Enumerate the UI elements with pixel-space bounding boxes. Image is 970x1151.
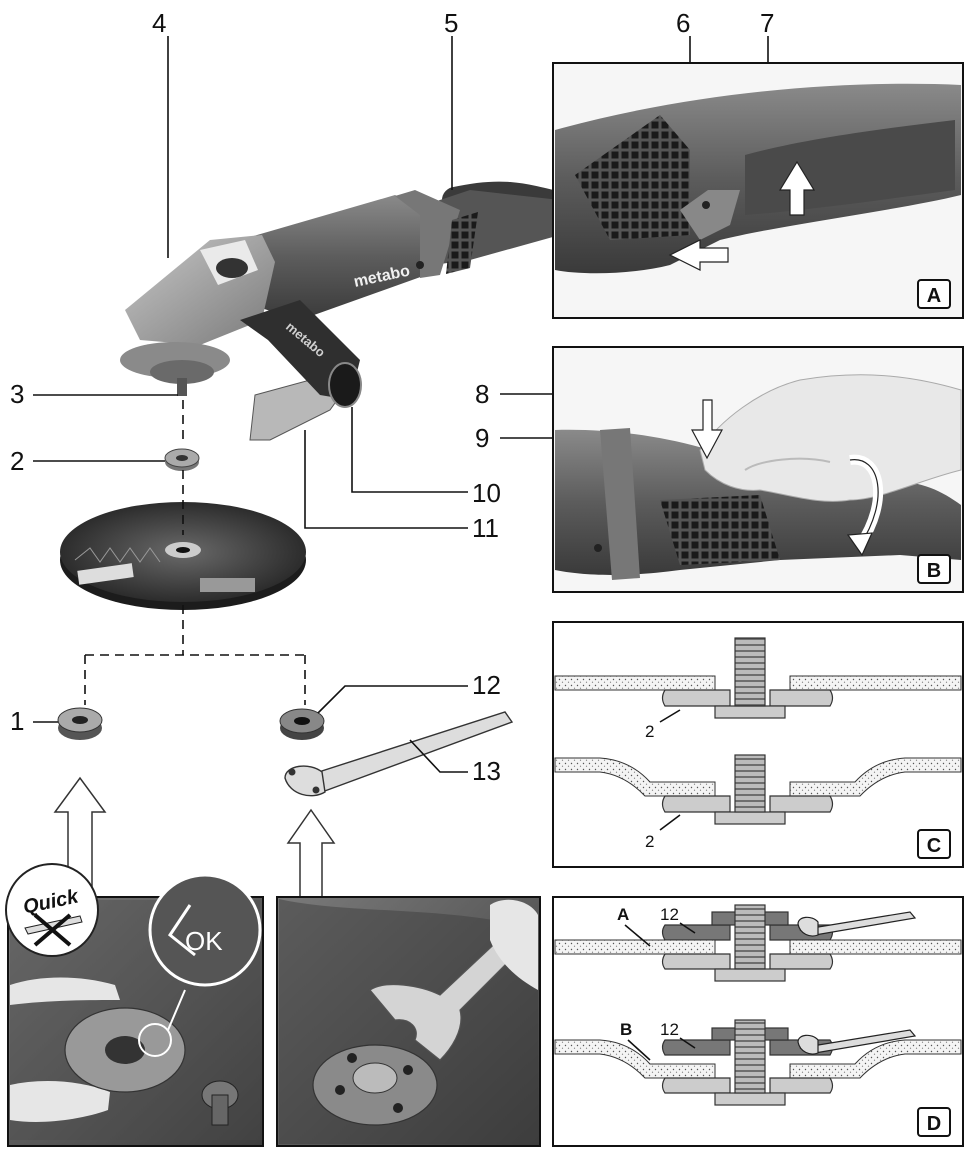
callout-10: 10 <box>472 478 501 508</box>
panel-d-label-12-top: 12 <box>660 905 679 924</box>
panel-a-badge: A <box>927 285 941 307</box>
grinding-disc-illustration <box>60 502 306 610</box>
panel-c: 2 2 C <box>552 621 964 868</box>
panel-d-label-a: A <box>617 905 629 924</box>
panel-c-label-bottom: 2 <box>645 832 654 851</box>
quick-nut-illustration <box>57 707 103 740</box>
two-pin-spanner-illustration <box>284 711 514 797</box>
panel-c-label-top: 2 <box>645 722 654 741</box>
panel-d-label-12-bottom: 12 <box>660 1020 679 1039</box>
assembly-dashed-lines <box>84 400 306 705</box>
panel-a: A <box>552 62 964 319</box>
photo-spanner <box>276 896 541 1147</box>
callout-4: 4 <box>152 8 166 38</box>
callout-9: 9 <box>475 423 489 453</box>
callout-1: 1 <box>10 706 24 736</box>
support-flange-illustration <box>164 448 200 471</box>
callout-8: 8 <box>475 379 489 409</box>
callout-3: 3 <box>10 379 24 409</box>
photo-quick-nut: OK Quick <box>5 863 264 1147</box>
panel-d: A 12 B 12 D <box>552 896 964 1147</box>
callout-11: 11 <box>472 513 499 543</box>
up-arrow-right-icon <box>286 808 336 901</box>
callout-2: 2 <box>10 446 24 476</box>
panel-b-badge: B <box>927 560 941 582</box>
panel-c-badge: C <box>927 835 941 857</box>
angle-grinder-illustration: metabo metabo <box>120 181 573 441</box>
callout-7: 7 <box>760 8 774 38</box>
ok-mark: OK <box>185 926 223 956</box>
clamping-nut-illustration <box>279 708 325 740</box>
panel-d-label-b: B <box>620 1020 632 1039</box>
panel-b: B <box>552 346 964 593</box>
callout-5: 5 <box>444 8 458 38</box>
callout-13: 13 <box>472 756 501 786</box>
panel-d-badge: D <box>927 1113 941 1135</box>
callout-12: 12 <box>472 670 501 700</box>
callout-6: 6 <box>676 8 690 38</box>
